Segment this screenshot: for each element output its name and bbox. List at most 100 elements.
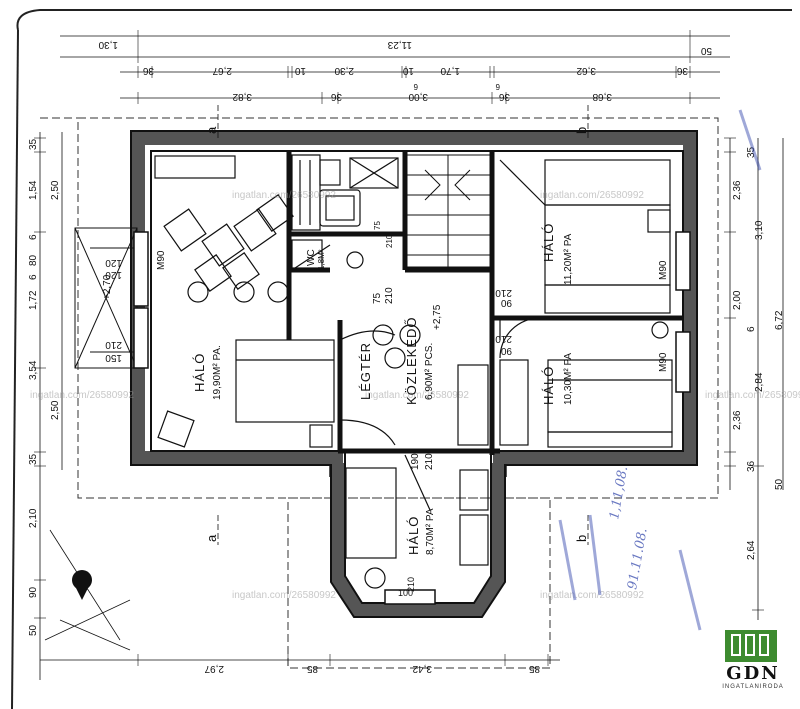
svg-text:210: 210 [385,234,394,248]
svg-text:35: 35 [28,138,39,150]
agency-logo: GDN INGATLANIRODA [713,630,793,692]
svg-text:3,82: 3,82 [232,91,252,102]
logo-name: GDN [726,663,780,684]
svg-text:M90: M90 [658,260,669,280]
left-dimensions: 35 1,54 2,50 6 80 6 1,72 3,54 2,50 35 2,… [28,138,61,636]
svg-text:36: 36 [498,91,510,102]
svg-text:6: 6 [746,326,757,332]
section-a-top: a [204,126,219,134]
bottom-dimensions: 2,97 85 3,42 85 [204,663,540,674]
windows [133,231,691,605]
svg-text:2,97: 2,97 [204,663,224,674]
svg-text:6: 6 [28,234,39,240]
svg-text:2,10: 2,10 [28,508,39,528]
svg-text:3,10: 3,10 [754,220,765,240]
svg-text:3,00: 3,00 [408,91,428,102]
section-b-top: b [574,126,589,134]
svg-text:2,84: 2,84 [754,372,765,392]
svg-text:2,30: 2,30 [334,65,354,76]
svg-text:100: 100 [398,588,413,598]
section-markers: a b a b [204,126,589,542]
room-area-wc: 1,8M² [317,249,326,270]
svg-text:2,50: 2,50 [50,180,61,200]
section-a-bottom: a [204,534,219,542]
watermark: ingatlan.com/26580992 [232,190,336,201]
svg-text:1,30: 1,30 [98,39,118,50]
top-dimensions: 1,30 11,23 50 36 2,67 10 2,30 10 6 1,70 … [98,39,712,102]
room-name-halo2: HÁLÓ [541,223,556,262]
svg-text:36: 36 [330,91,342,102]
room-name-kozlekedo: KÖZLEKEDŐ [404,317,419,405]
svg-text:+2,70: +2,70 [102,274,113,300]
svg-text:1,72: 1,72 [28,290,39,310]
watermark: ingatlan.com/26580992 [232,590,336,601]
svg-text:210: 210 [406,577,416,592]
watermark: ingatlan.com/26580992 [540,190,644,201]
north-arrow-icon [72,570,92,600]
watermark: ingatlan.com/26580992 [365,390,469,401]
svg-text:35: 35 [28,453,39,465]
svg-text:80: 80 [28,254,39,266]
svg-text:210: 210 [424,453,435,470]
balcony [74,227,138,369]
room-name-wc: WC [306,249,317,266]
logo-subtitle: INGATLANIRODA [722,684,784,690]
svg-text:10: 10 [294,65,306,76]
room-area-halo2: 11,20M² PA [563,233,574,285]
svg-text:11,23: 11,23 [387,39,412,50]
svg-text:1,54: 1,54 [28,180,39,200]
svg-text:2,67: 2,67 [212,65,232,76]
svg-text:90: 90 [28,586,39,598]
room-area-halo1: 19,90M² PA. [212,345,223,400]
svg-text:210: 210 [105,339,122,350]
svg-text:120: 120 [105,257,122,268]
watermark: ingatlan.com/26580992 [540,590,644,601]
svg-text:36: 36 [142,65,154,76]
svg-text:210: 210 [384,287,395,304]
svg-text:6: 6 [28,274,39,280]
svg-text:2,36: 2,36 [732,410,743,430]
section-b-bottom: b [574,534,589,542]
svg-text:36: 36 [676,65,688,76]
svg-text:35: 35 [746,146,757,158]
svg-text:90: 90 [500,297,512,308]
svg-text:36: 36 [746,460,757,472]
svg-text:50: 50 [28,624,39,636]
interior-walls [286,151,683,455]
room-area-halo4: 8,70M² PA [425,508,436,555]
svg-text:+2,75: +2,75 [432,304,443,330]
svg-text:75: 75 [373,221,382,230]
room-name-halo4: HÁLÓ [406,516,421,555]
svg-text:120: 120 [105,269,122,280]
svg-text:6,72: 6,72 [774,310,785,330]
svg-text:2,50: 2,50 [50,400,61,420]
room-labels: HÁLÓ 19,90M² PA. HÁLÓ 11,20M² PA HÁLÓ 10… [192,223,574,555]
logo-icon [725,630,777,662]
svg-text:3,68: 3,68 [592,91,612,102]
svg-text:3,62: 3,62 [576,65,596,76]
opening-labels: M90 120 120 150 210 M90 M90 75 210 75 21… [102,221,669,598]
svg-text:210: 210 [495,287,512,298]
svg-text:210: 210 [495,333,512,344]
svg-text:85: 85 [528,663,540,674]
furniture [154,155,673,589]
svg-text:150: 150 [105,352,122,363]
room-name-halo3: HÁLÓ [541,366,556,405]
svg-text:75: 75 [372,292,383,304]
svg-text:M90: M90 [658,352,669,372]
watermark: ingatlan.com/26580992 [30,390,134,401]
right-dimensions: 35 2,36 3,10 2,00 6 6,72 2,84 2,36 36 50… [732,146,785,560]
svg-text:90: 90 [500,345,512,356]
room-area-kozlekedo: 6,90M² PCS. [424,343,435,400]
staircase [406,154,491,268]
svg-text:M90: M90 [156,250,167,270]
svg-text:10: 10 [402,65,414,76]
watermarks: ingatlan.com/26580992 ingatlan.com/26580… [30,190,800,601]
svg-text:50: 50 [774,478,785,490]
svg-text:1,70: 1,70 [440,65,460,76]
watermark: ingatlan.com/26580992 [705,390,800,401]
svg-text:50: 50 [700,45,712,56]
bathroom-fixtures [291,154,399,269]
dimension-lines [34,30,784,680]
